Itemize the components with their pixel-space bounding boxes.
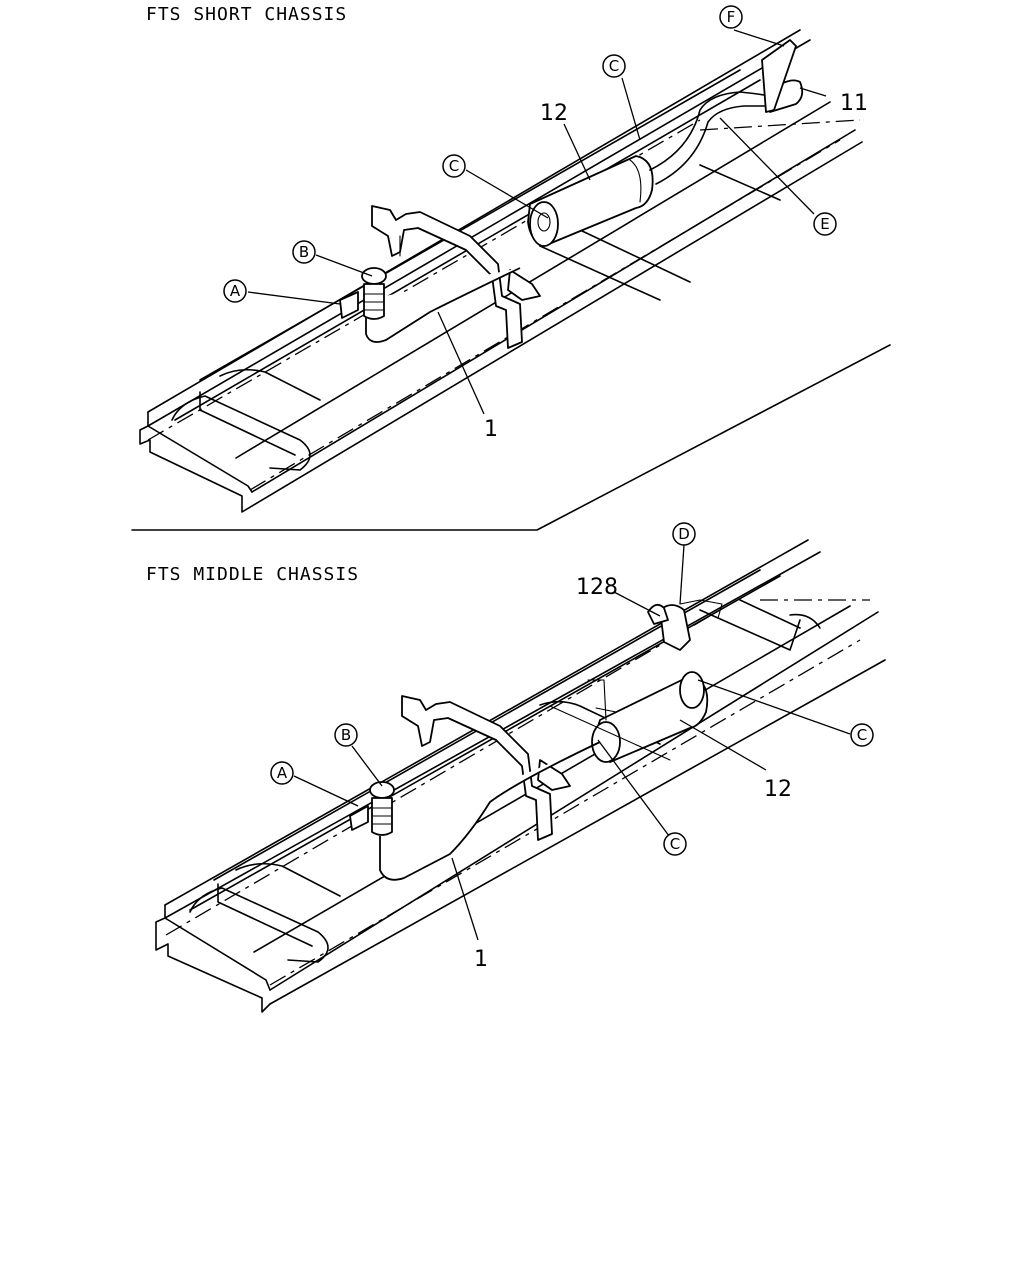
svg-text:F: F — [727, 8, 736, 26]
short-chassis-fuel-tank — [527, 155, 654, 247]
middle-chassis-fuel-tank — [587, 599, 723, 763]
callout-c-icon: C — [602, 54, 626, 78]
short-chassis-fuel-line — [365, 39, 804, 343]
callout-e-icon: E — [813, 212, 837, 236]
part-number-label: 11 — [840, 91, 868, 116]
callout-b-icon: B — [292, 240, 316, 264]
middle-chassis-fuel-line — [379, 705, 671, 881]
svg-text:E: E — [820, 215, 829, 233]
callout-a-icon: A — [223, 279, 247, 303]
svg-text:C: C — [857, 726, 867, 744]
svg-text:B: B — [341, 726, 351, 744]
middle-chassis-filler-neck — [349, 781, 395, 836]
svg-text:C: C — [449, 157, 459, 175]
svg-text:C: C — [609, 57, 619, 75]
svg-text:C: C — [670, 835, 680, 853]
part-number-label: 128 — [576, 575, 618, 600]
callout-a-icon: A — [270, 761, 294, 785]
short-chassis-filler-neck — [339, 267, 387, 320]
part-number-label: 1 — [484, 417, 498, 442]
callout-c-icon: C — [663, 832, 687, 856]
middle-chassis-leaders — [293, 544, 851, 941]
part-number-label: 12 — [540, 101, 568, 126]
callout-c-icon: C — [442, 154, 466, 178]
middle-chassis-heading: FTS MIDDLE CHASSIS — [146, 564, 359, 585]
short-chassis-section: FTS SHORT CHASSIS — [139, 4, 868, 513]
short-chassis-leaders — [247, 29, 827, 415]
callout-d-icon: D — [672, 522, 696, 546]
callout-b-icon: B — [334, 723, 358, 747]
svg-text:B: B — [299, 243, 309, 261]
section-divider — [131, 344, 891, 531]
callout-f-icon: F — [719, 5, 743, 29]
part-number-label: 12 — [764, 777, 792, 802]
short-chassis-bracket — [371, 205, 541, 349]
svg-text:A: A — [277, 764, 288, 782]
svg-text:A: A — [230, 282, 241, 300]
middle-chassis-section: FTS MIDDLE CHASSIS — [146, 522, 886, 1013]
part-number-label: 1 — [474, 947, 488, 972]
short-chassis-heading: FTS SHORT CHASSIS — [146, 4, 347, 25]
callout-c-icon: C — [850, 723, 874, 747]
svg-text:D: D — [678, 525, 690, 543]
short-chassis-frame — [139, 29, 863, 513]
